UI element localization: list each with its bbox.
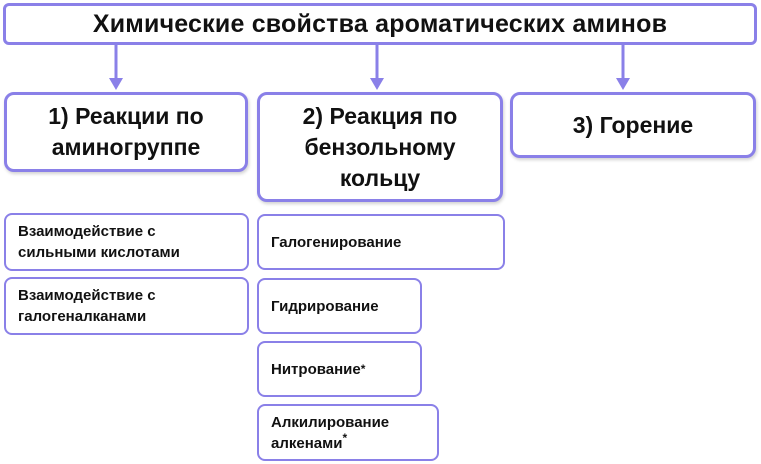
- diagram-title: Химические свойства ароматических аминов: [3, 3, 757, 45]
- ring-reaction-alkylation: Алкилирование алкенами*: [257, 404, 439, 461]
- ring-reaction-nitration: Нитрование*: [257, 341, 422, 397]
- arrowhead-category-3: [616, 78, 630, 90]
- arrowhead-category-2: [370, 78, 384, 90]
- reaction-label: Нитрование: [271, 360, 361, 378]
- category-label: 2) Реакция по бензольному кольцу: [302, 102, 458, 191]
- amino-reaction-haloalkanes: Взаимодействие с галогеналканами: [4, 277, 249, 335]
- ring-reaction-halogenation: Галогенирование: [257, 214, 505, 270]
- reaction-label: Взаимодействие с сильными кислотами: [18, 223, 180, 261]
- amino-reaction-strong-acids: Взаимодействие с сильными кислотами: [4, 213, 249, 271]
- reaction-label: Гидрирование: [271, 297, 379, 315]
- ring-reaction-hydrogenation: Гидрирование: [257, 278, 422, 334]
- reaction-label-wrap: Алкилирование алкенами*: [271, 412, 421, 454]
- category-label: 1) Реакции по аминогруппе: [48, 103, 204, 160]
- reaction-label: Галогенирование: [271, 233, 402, 251]
- reaction-label: Алкилирование алкенами: [271, 413, 390, 452]
- arrowhead-category-1: [109, 78, 123, 90]
- category-combustion: 3) Горение: [510, 92, 756, 158]
- footnote-mark: *: [342, 430, 348, 445]
- category-benzene-ring: 2) Реакция по бензольному кольцу: [257, 92, 503, 202]
- diagram-title-text: Химические свойства ароматических аминов: [92, 9, 668, 38]
- category-label: 3) Горение: [572, 111, 694, 138]
- reaction-label: Взаимодействие с галогеналканами: [18, 287, 156, 325]
- category-amino-group: 1) Реакции по аминогруппе: [4, 92, 248, 172]
